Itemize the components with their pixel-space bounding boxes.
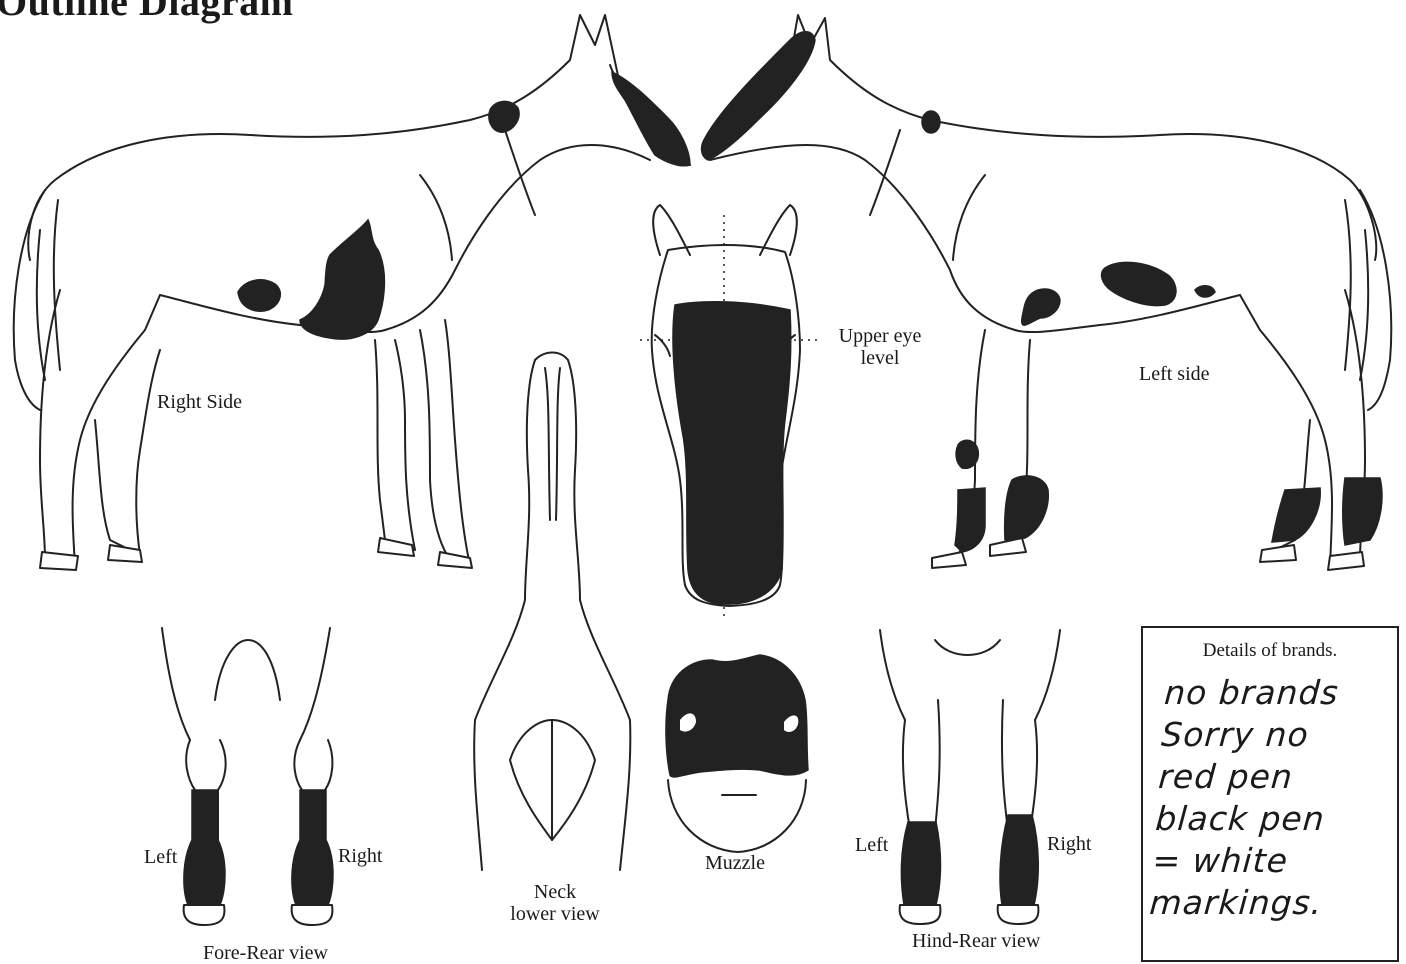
head-front-view xyxy=(640,205,820,620)
fore-right-label: Right xyxy=(338,845,382,867)
handwritten-line: red pen xyxy=(1157,756,1396,798)
handwritten-note: no brands Sorry no red pen black pen = w… xyxy=(1148,672,1402,924)
handwritten-line: Sorry no xyxy=(1160,714,1399,756)
right-side-label: Right Side xyxy=(157,391,242,413)
muzzle-label: Muzzle xyxy=(705,852,765,874)
fore-left-label: Left xyxy=(144,846,177,868)
hind-rear-view xyxy=(880,630,1060,924)
handwritten-line: = white xyxy=(1151,840,1390,882)
left-side-horse xyxy=(702,15,1392,570)
left-side-label: Left side xyxy=(1139,363,1210,385)
muzzle xyxy=(666,655,808,852)
brands-title: Details of brands. xyxy=(1143,640,1397,662)
hind-right-label: Right xyxy=(1047,833,1091,855)
handwritten-line: no brands xyxy=(1163,672,1402,714)
upper-eye-level-line-1: Upper eye xyxy=(830,325,930,347)
neck-label-line-1: Neck xyxy=(500,881,610,903)
neck-label-line-2: lower view xyxy=(500,903,610,925)
fore-rear-view xyxy=(162,628,333,925)
handwritten-line: markings. xyxy=(1148,882,1387,924)
upper-eye-level-line-2: level xyxy=(830,347,930,369)
neck-lower-view xyxy=(474,353,630,871)
handwritten-line: black pen xyxy=(1154,798,1393,840)
brands-details-box: Details of brands. no brands Sorry no re… xyxy=(1141,626,1399,962)
upper-eye-level-label: Upper eye level xyxy=(830,325,930,369)
right-side-horse xyxy=(14,15,690,570)
fore-rear-view-label: Fore-Rear view xyxy=(203,942,328,964)
hind-left-label: Left xyxy=(855,834,888,856)
neck-lower-view-label: Neck lower view xyxy=(500,881,610,925)
hind-rear-view-label: Hind-Rear view xyxy=(912,930,1040,952)
